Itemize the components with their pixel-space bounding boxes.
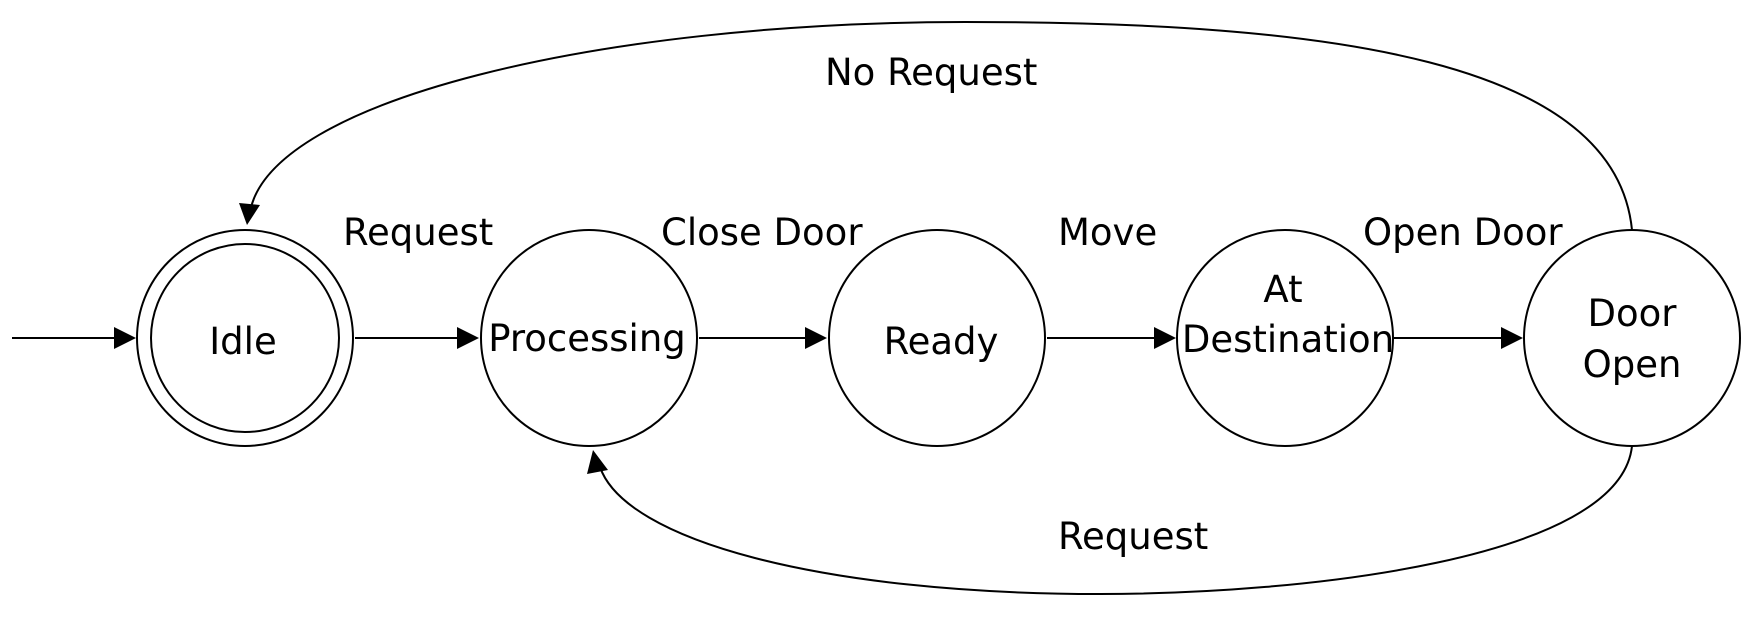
- state-door-open: Door Open: [1523, 229, 1741, 447]
- state-processing: Processing: [480, 229, 698, 447]
- transition-door-open-to-processing: Request: [587, 445, 1633, 596]
- transition-label-no-request: No Request: [825, 51, 1037, 94]
- state-label-destination: Destination: [1182, 318, 1394, 361]
- transition-idle-to-processing: Request: [343, 211, 493, 349]
- accepting-ring: [150, 243, 340, 433]
- transition-ready-to-at-destination: Move: [1047, 211, 1176, 349]
- transition-at-destination-to-door-open: Open Door: [1363, 211, 1563, 349]
- transition-label-open-door: Open Door: [1363, 211, 1563, 254]
- state-label-door: Door: [1588, 292, 1678, 335]
- state-label-open: Open: [1583, 343, 1682, 386]
- transition-label-request: Request: [343, 211, 493, 254]
- state-label-ready: Ready: [884, 320, 999, 363]
- initial-arrow: [12, 327, 136, 349]
- state-at-destination: At Destination: [1176, 229, 1394, 447]
- state-label-processing: Processing: [488, 317, 686, 360]
- transition-processing-to-ready: Close Door: [661, 211, 863, 349]
- state-idle: Idle: [136, 229, 354, 447]
- state-label-idle: Idle: [209, 320, 276, 363]
- transition-label-move: Move: [1058, 211, 1157, 254]
- state-label-at: At: [1263, 268, 1302, 311]
- state-ready: Ready: [828, 229, 1046, 447]
- transition-label-close-door: Close Door: [661, 211, 863, 254]
- transition-door-open-to-idle: No Request: [239, 20, 1633, 231]
- transition-label-request-return: Request: [1058, 515, 1208, 558]
